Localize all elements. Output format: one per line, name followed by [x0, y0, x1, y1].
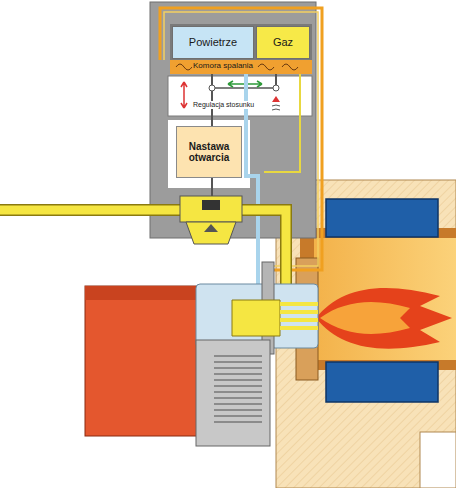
controller-housing [150, 2, 316, 238]
opening-setpoint-box: Nastawa otwarcia [176, 126, 242, 178]
air-chamber: Powietrze [172, 26, 254, 59]
box-text: Nastawa otwarcia [177, 141, 241, 163]
impulse-lines [160, 8, 322, 300]
gas-chamber: Gaz [256, 26, 310, 59]
chamber-label: Komora spalania [192, 62, 254, 71]
box-text: Gaz [273, 36, 293, 48]
burner [85, 262, 318, 446]
flame [316, 288, 452, 349]
ratio-label: Regulacja stosunku [192, 101, 255, 109]
box-text: Powietrze [189, 36, 237, 48]
